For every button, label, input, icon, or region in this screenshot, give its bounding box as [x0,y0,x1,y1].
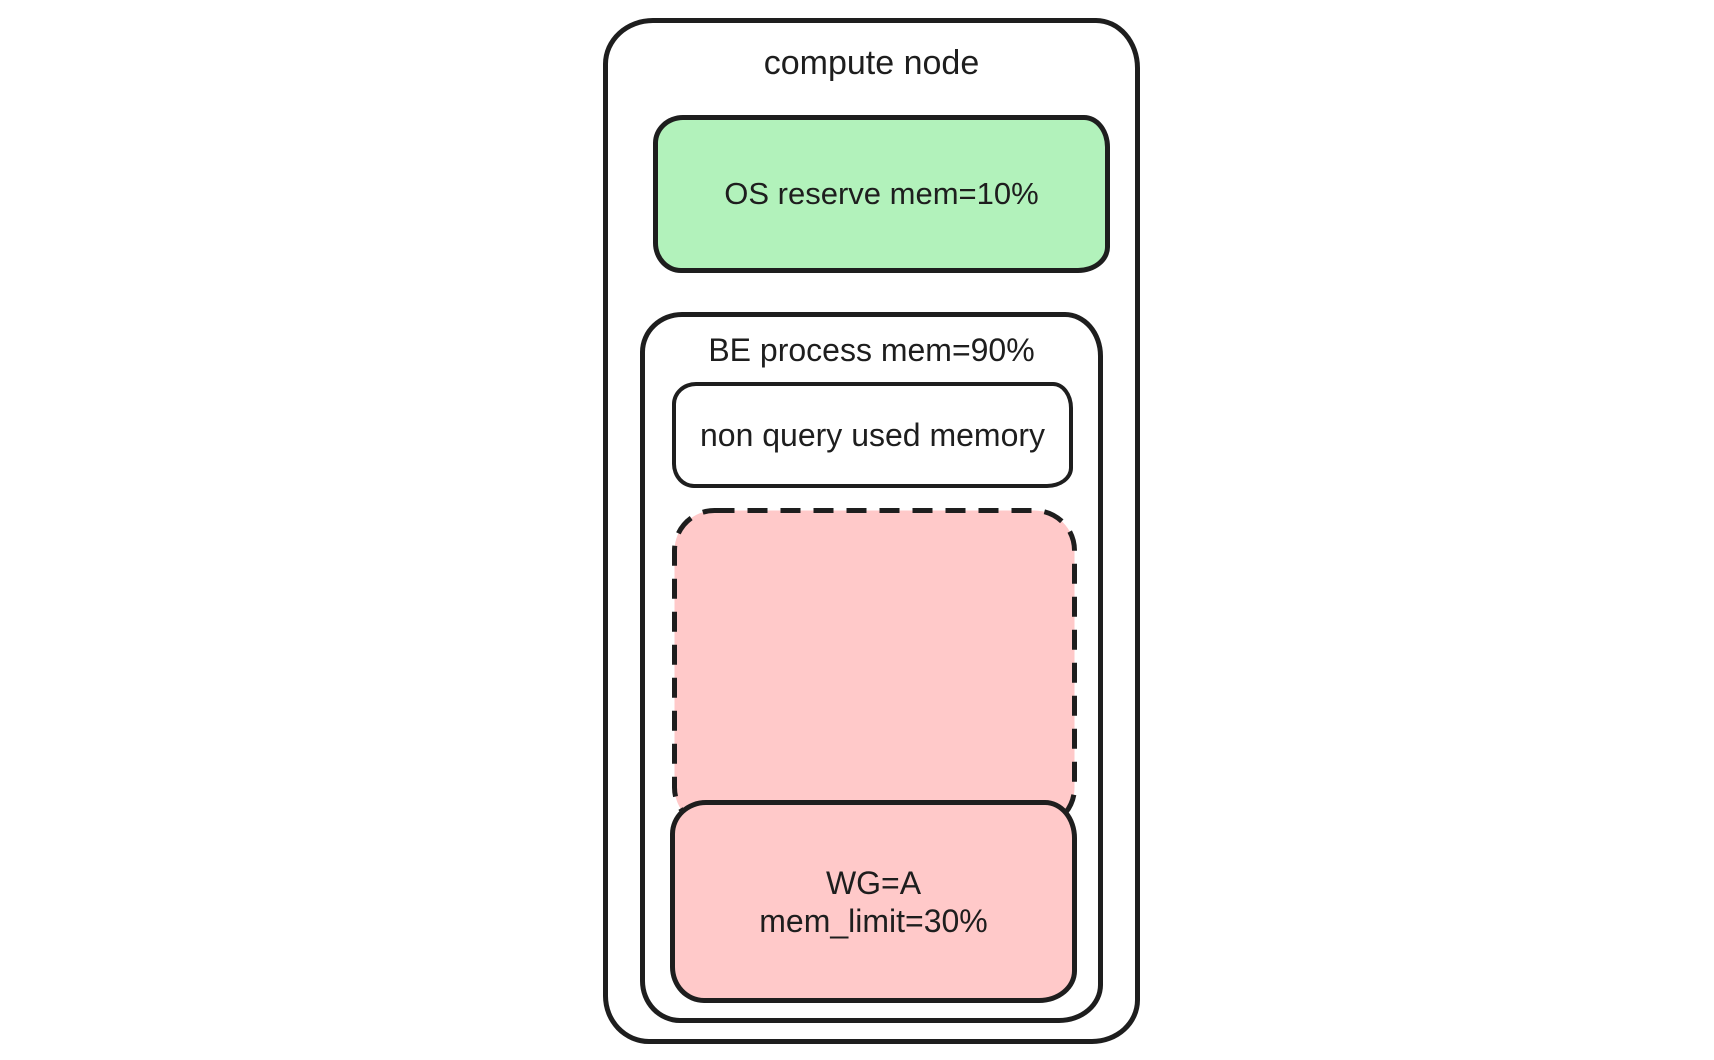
non-query-memory-box: non query used memory [672,382,1073,488]
workgroup-a-name: WG=A [825,864,922,901]
workgroup-a-box: WG=A mem_limit=30% [670,800,1077,1003]
workgroup-a-mem-limit: mem_limit=30% [759,902,988,939]
be-process-box: BE process mem=90% non query used memory… [640,312,1103,1023]
compute-node-box: compute node OS reserve mem=10% BE proce… [603,18,1140,1044]
non-query-memory-label: non query used memory [699,416,1046,453]
os-reserve-box: OS reserve mem=10% [653,115,1110,273]
be-process-label: BE process mem=90% [708,332,1035,368]
compute-node-title: compute node [763,44,980,82]
query-memory-dashed-box [672,508,1077,830]
os-reserve-label: OS reserve mem=10% [724,176,1039,211]
